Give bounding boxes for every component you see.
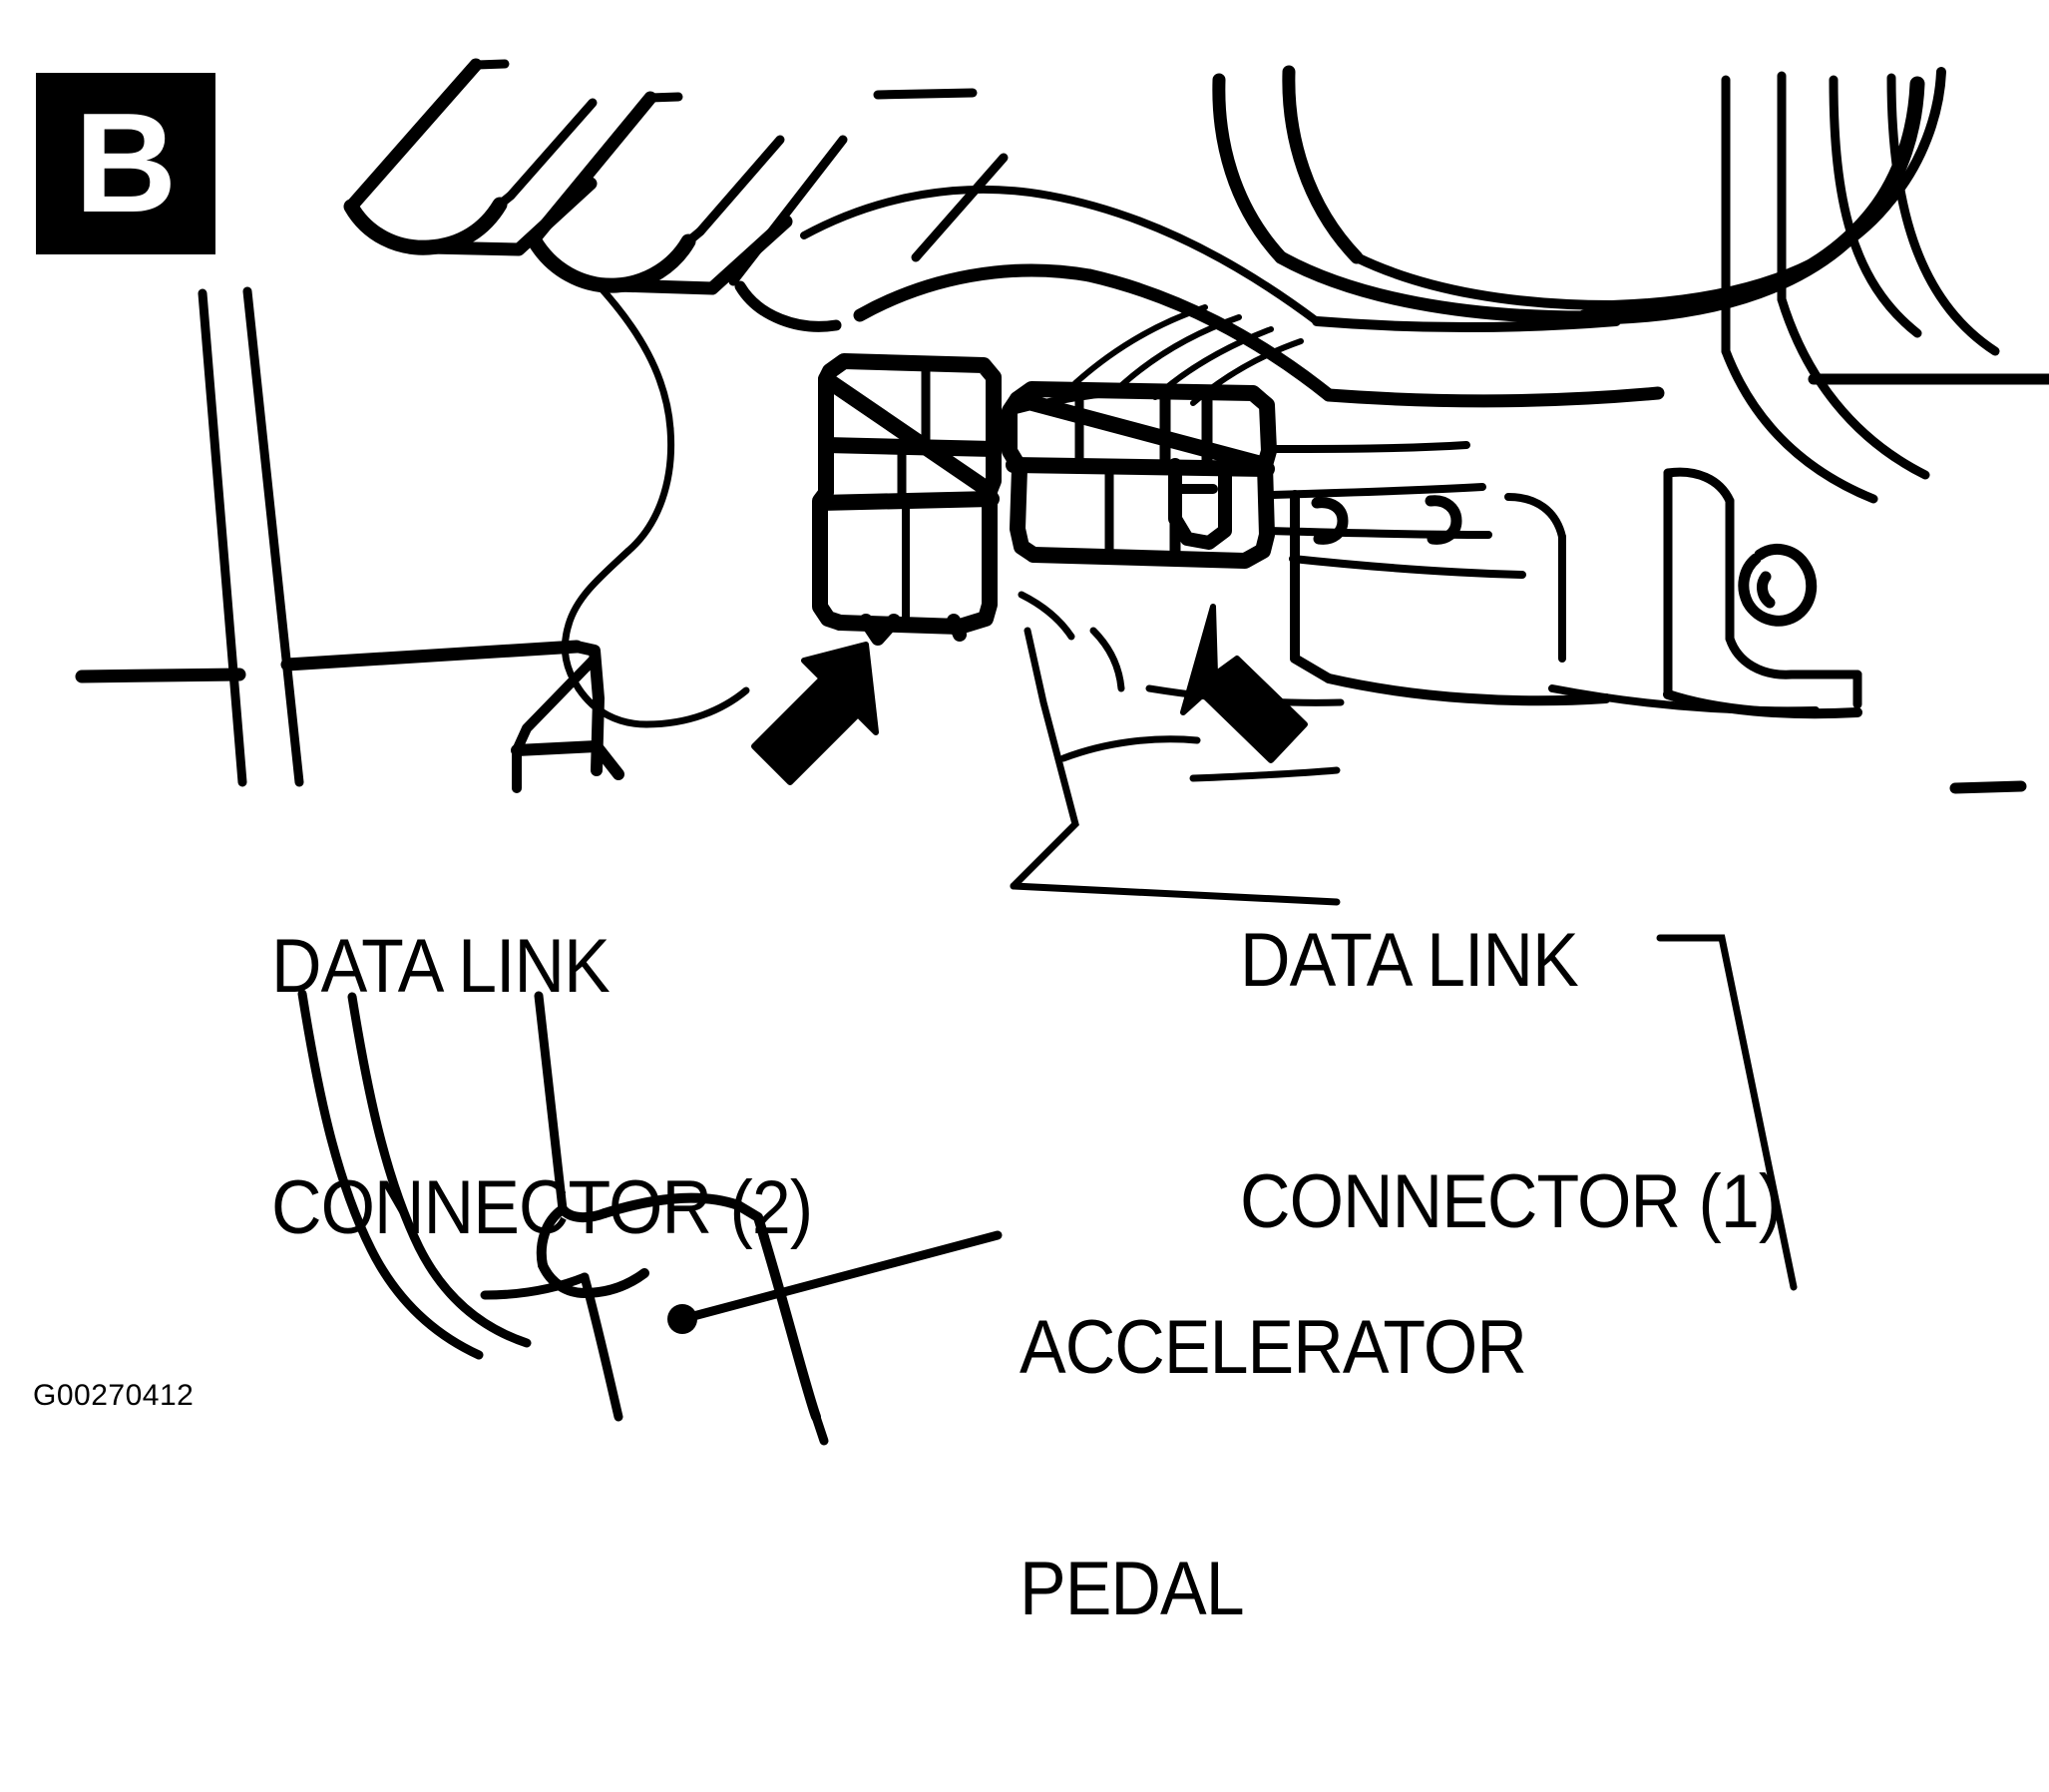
left-floor-bracket — [75, 286, 624, 793]
wiring-harness-bundle — [1212, 65, 2049, 504]
diagram-artwork — [75, 58, 2049, 1446]
callout-dlc2-line2: CONNECTOR (2) — [271, 1164, 813, 1250]
dash-lower-panel — [800, 185, 1665, 408]
data-link-connector-1-body — [1002, 381, 1277, 569]
data-link-connector-2-body — [812, 353, 1002, 646]
right-structural-panel — [1548, 467, 2027, 794]
panel-clip-details — [1311, 495, 1462, 545]
bolt-hole-detail — [1738, 543, 1818, 627]
callout-data-link-connector-1: DATA LINK CONNECTOR (1) — [1240, 760, 1782, 1403]
callout-dlc2-line1: DATA LINK — [271, 924, 611, 1010]
leader-line-data-link-connector-2 — [1010, 627, 1341, 906]
figure-reference-code: G00270412 — [33, 1379, 195, 1412]
floor-carpet-contour — [561, 281, 750, 728]
callout-pedal-line2: PEDAL — [1020, 1546, 1245, 1631]
callout-accelerator-pedal: ACCELERATOR PEDAL — [1020, 1147, 1527, 1790]
leader-line-accelerator-pedal — [667, 1230, 1003, 1334]
arrow-to-data-link-connector-1 — [1180, 604, 1308, 763]
accelerator-pedal-shape — [297, 989, 829, 1446]
callout-dlc1-line1: DATA LINK — [1240, 918, 1579, 1004]
callout-dlc1-line2: CONNECTOR (1) — [1240, 1158, 1782, 1244]
callout-data-link-connector-2: DATA LINK CONNECTOR (2) — [271, 766, 813, 1409]
footwell-louver-group — [343, 58, 1009, 332]
technical-diagram-panel-b: B DATA LINK CONNECTOR (2) DATA LINK CONN… — [33, 58, 2049, 1629]
panel-badge-b: B — [36, 73, 215, 254]
misc-detail-strokes — [1018, 591, 1345, 782]
connector-mounting-bracket — [994, 384, 1611, 706]
leader-line-data-link-connector-1 — [1656, 934, 1798, 1291]
callout-pedal-line1: ACCELERATOR — [1020, 1305, 1527, 1391]
arrow-to-data-link-connector-2 — [751, 642, 879, 785]
